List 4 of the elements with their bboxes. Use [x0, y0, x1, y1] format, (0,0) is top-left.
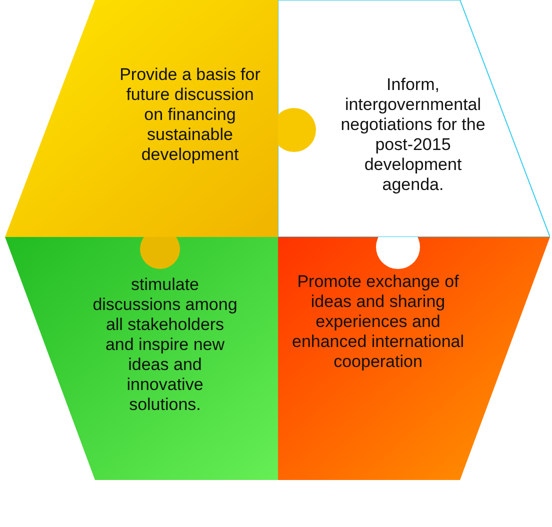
piece-text: Provide a basis for future discussion on financing sustainable development — [118, 65, 262, 165]
piece-text: stimulate discussions among all stakeholders and inspire new ideas and innovative solutions. — [92, 275, 238, 415]
piece-text: Inform, intergovernmental negotiations for the post-2015 development agenda. — [340, 75, 486, 195]
piece-text: Promote exchange of ideas and sharing experiences and enhanced international cooperation — [290, 272, 466, 372]
